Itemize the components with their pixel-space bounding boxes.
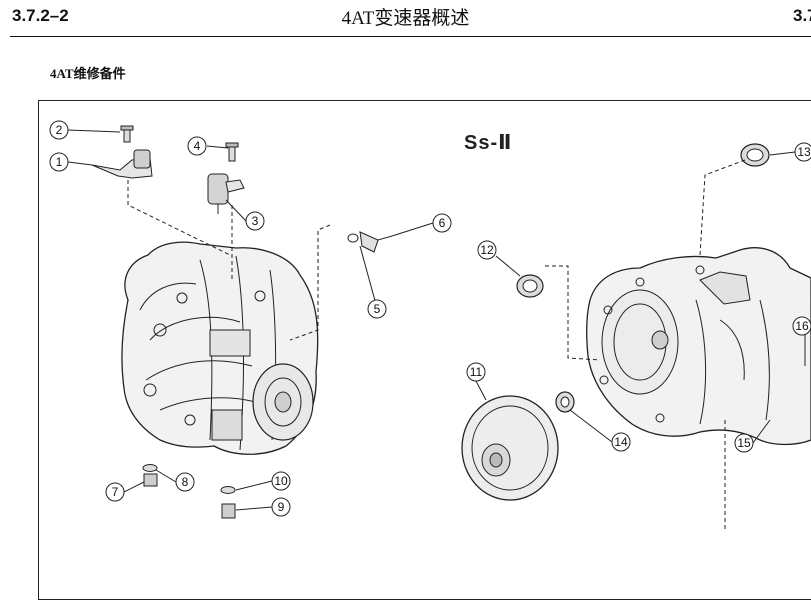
part-sensor-3 [207,142,245,214]
dashed-leaders-left [127,180,331,341]
callout-13: 13 [794,142,811,162]
dashed-leaders-right [545,159,746,530]
svg-text:9: 9 [278,500,285,514]
svg-text:11: 11 [470,365,483,379]
callout-4: 4 [187,136,207,156]
callout-14: 14 [611,432,631,452]
svg-text:14: 14 [614,435,628,449]
svg-text:5: 5 [374,302,381,316]
svg-text:12: 12 [480,243,494,257]
header-rule [10,36,811,37]
parts-diagram: 2 1 4 3 6 5 7 8 10 9 11 12 13 14 15 16 [49,120,811,530]
part-sensor-6 [347,231,393,253]
callout-circles: 2 1 4 3 6 5 7 8 10 9 11 12 13 14 15 16 [49,120,811,517]
svg-text:15: 15 [737,436,751,450]
seal-13 [740,143,770,167]
svg-text:7: 7 [112,485,119,499]
svg-text:3: 3 [252,214,259,228]
callout-6: 6 [432,213,452,233]
svg-text:1: 1 [56,155,63,169]
part-sensor-1 [91,125,153,179]
svg-text:13: 13 [797,145,811,159]
torque-converter [461,395,559,501]
callout-15: 15 [734,433,754,453]
page-title: 4AT变速器概述 [341,8,470,29]
callout-11: 11 [466,362,486,382]
svg-text:4: 4 [194,139,201,153]
svg-text:2: 2 [56,123,63,137]
model-label: Ss-Ⅱ [464,132,513,154]
svg-text:6: 6 [439,216,446,230]
callout-5: 5 [367,299,387,319]
callout-3: 3 [245,211,265,231]
section-title: 4AT维修备件 [50,66,126,81]
transmission-housing-right [586,247,811,446]
callout-1: 1 [49,152,69,172]
callout-7: 7 [105,482,125,502]
page-ref: 3.7 [793,6,811,25]
svg-text:16: 16 [795,319,809,333]
seal-12 [516,274,544,298]
transmission-assembly-left [121,241,319,455]
callout-12: 12 [477,240,497,260]
callout-16: 16 [792,316,811,336]
part-plugs [142,464,236,519]
callout-8: 8 [175,472,195,492]
callout-10: 10 [271,471,291,491]
svg-text:10: 10 [274,474,288,488]
callout-2: 2 [49,120,69,140]
section-number: 3.7.2–2 [12,6,69,25]
seal-14 [555,391,575,413]
callout-9: 9 [271,497,291,517]
svg-text:8: 8 [182,475,189,489]
